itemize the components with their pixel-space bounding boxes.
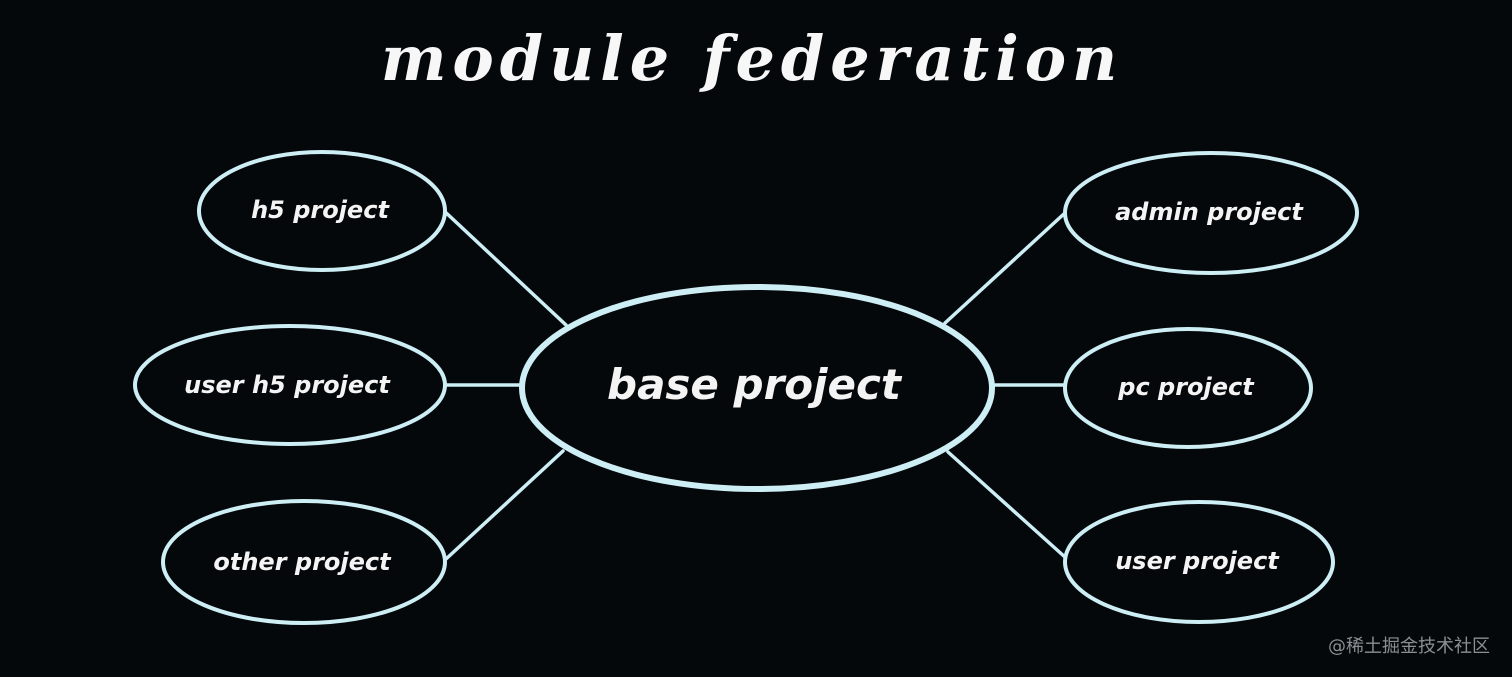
edge-base-h5 — [440, 207, 568, 327]
node-user-shape — [1063, 500, 1335, 624]
node-pc-project: pc project — [1063, 327, 1313, 449]
node-base-label: base project — [607, 360, 903, 409]
edge-base-other — [444, 449, 565, 561]
node-admin-label: admin project — [1115, 198, 1304, 226]
watermark-text: @稀土掘金技术社区 — [1328, 636, 1490, 657]
node-user-h5-label: user h5 project — [184, 371, 391, 399]
node-pc-label: pc project — [1117, 373, 1255, 401]
node-admin-shape — [1063, 151, 1359, 275]
node-base-shape — [519, 284, 995, 492]
node-user-h5-shape — [133, 324, 447, 446]
node-user-h5-project: user h5 project — [133, 324, 447, 446]
node-base-project: base project — [519, 284, 995, 492]
node-h5-shape — [197, 150, 447, 272]
node-other-project: other project — [161, 499, 447, 625]
node-user-label: user project — [1115, 547, 1280, 575]
node-admin-project: admin project — [1063, 151, 1359, 275]
node-user-project: user project — [1063, 500, 1335, 624]
edges — [440, 207, 1068, 561]
node-h5-project: h5 project — [197, 150, 447, 272]
edge-base-admin — [943, 210, 1068, 325]
node-other-shape — [161, 499, 447, 625]
node-other-label: other project — [213, 548, 392, 576]
node-h5-label: h5 project — [251, 196, 390, 224]
diagram-title: module federation — [381, 22, 1123, 95]
node-pc-shape — [1063, 327, 1313, 449]
edge-base-user — [946, 450, 1068, 560]
